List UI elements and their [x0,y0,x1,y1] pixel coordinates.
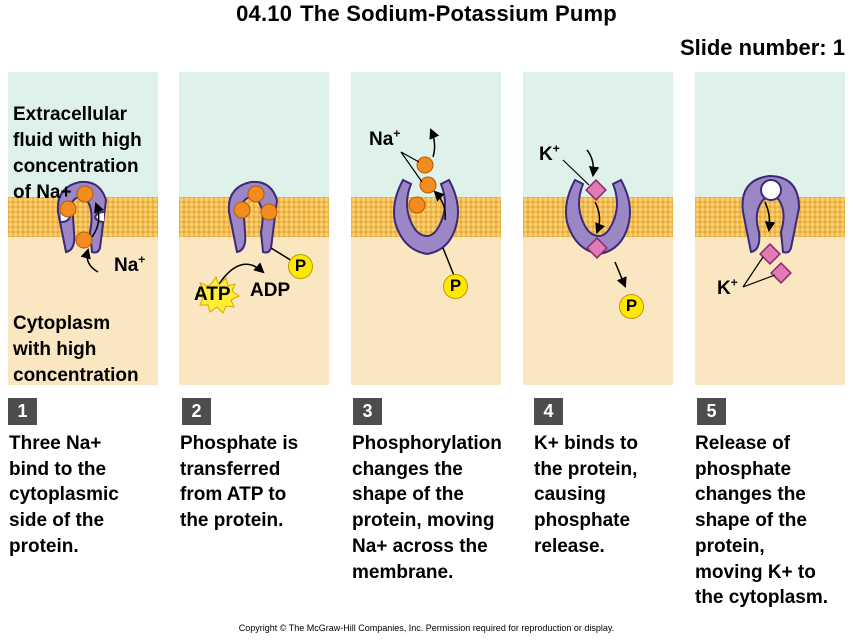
binding-arrow [91,202,104,238]
sodium-ion [247,185,265,203]
page-title: 04.10 The Sodium-Potassium Pump [0,1,853,27]
sodium-ion [416,156,434,174]
release-arrow [614,261,627,288]
panel-2-diagram [179,72,329,385]
sodium-ion [419,176,437,194]
sodium-label: Na+ [114,252,146,276]
panel-3-diagram [351,72,501,385]
panel-1-diagram [8,72,158,385]
title-text: The Sodium-Potassium Pump [300,1,617,26]
step-number-3: 3 [353,398,382,425]
potassium-ion [585,179,607,201]
pump-protein-open-outside [393,178,459,256]
step-caption-5: Release of phosphate changes the shape o… [695,433,829,609]
sodium-ion [75,231,93,249]
step-caption-2: Phosphate is transferred from ATP to the… [180,433,299,532]
phosphate-group: P [619,294,644,319]
transfer-arrow [218,262,265,285]
adp-label: ADP [250,280,291,301]
panel-step-4: K+ P [523,72,673,385]
sodium-ion [408,196,426,214]
step-caption-3: Phosphorylation changes the shape of the… [352,433,502,583]
panel-step-1: Extracellular fluid with high concentrat… [8,72,158,385]
potassium-label: K+ [539,141,560,165]
step-caption-1: Three Na+ bind to the cytoplasmic side o… [9,433,119,557]
pump-protein-open-inside [741,174,801,254]
panel-step-5: K+ [695,72,845,385]
step-number-1: 1 [8,398,37,425]
step-caption-4: K+ binds to the protein, causing phospha… [534,433,638,557]
release-arrow [433,190,447,221]
phosphate-group: P [443,274,468,299]
extracellular-label-text: Extracellular fluid with high concentrat… [13,104,142,203]
panel-step-2: ATP ADP P [179,72,329,385]
panel-5-diagram [695,72,845,385]
panel-step-3: Na+ P [351,72,501,385]
potassium-label: K+ [717,275,738,299]
sodium-ion [233,201,251,219]
phosphate-group: P [288,254,313,279]
atp-label: ATP [194,284,231,305]
extracellular-label: Extracellular fluid with high concentrat… [13,76,142,206]
release-arrow [429,128,440,158]
pump-protein-open-outside [565,178,631,256]
title-number: 04.10 [236,1,293,26]
step-number-5: 5 [697,398,726,425]
potassium-ion [586,237,608,259]
potassium-ion [770,262,792,284]
cytoplasm-label: Cytoplasm with high concentration of K+ [13,285,139,385]
potassium-ion [759,243,781,265]
sodium-label: Na+ [369,126,401,150]
step-number-4: 4 [534,398,563,425]
binding-arrow [594,201,605,234]
binding-arrow [586,149,600,178]
copyright-notice: Copyright © The McGraw-Hill Companies, I… [238,623,615,633]
sodium-ion [260,203,278,221]
panel-4-diagram [523,72,673,385]
sodium-ion [59,200,77,218]
cytoplasm-label-text: Cytoplasm with high concentration of K+ [13,313,139,385]
slide-number: Slide number: 1 [679,35,845,60]
binding-arrow [80,247,99,273]
sodium-ion [76,185,94,203]
atp-burst [194,275,240,314]
step-number-2: 2 [182,398,211,425]
release-arrow [764,201,776,233]
